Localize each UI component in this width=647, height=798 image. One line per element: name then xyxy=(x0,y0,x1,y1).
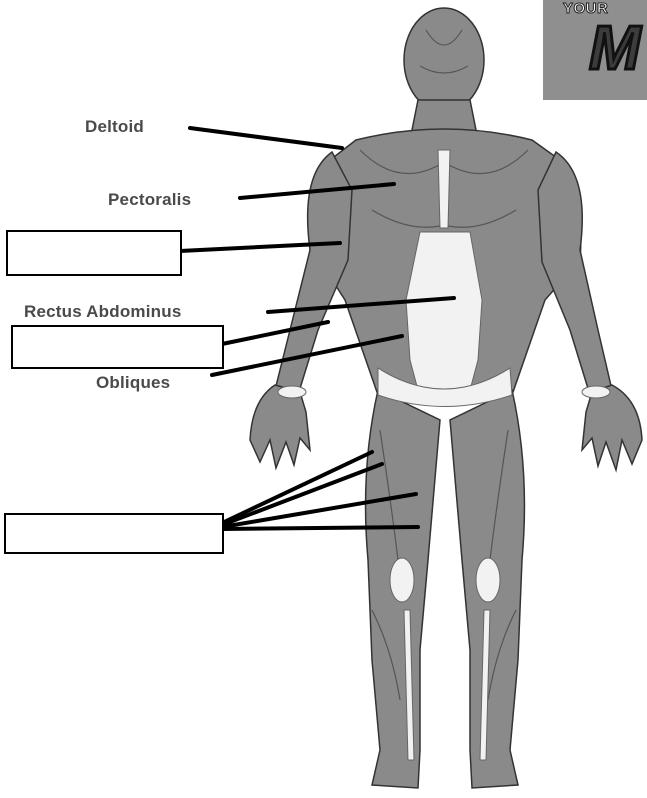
label-obliques: Obliques xyxy=(96,373,170,393)
right-kneecap xyxy=(476,558,500,602)
leader-blank-3d xyxy=(222,527,418,529)
leader-blank-3b xyxy=(222,464,382,525)
right-arm xyxy=(538,152,612,395)
label-pectoralis: Pectoralis xyxy=(108,190,191,210)
sternum xyxy=(438,150,450,228)
left-hand xyxy=(250,385,310,468)
logo-big-letter: M xyxy=(589,18,641,80)
answer-box-thigh[interactable] xyxy=(4,513,224,554)
answer-box-upper-arm[interactable] xyxy=(6,230,182,276)
label-rectus-abdominus: Rectus Abdominus xyxy=(24,302,181,322)
left-kneecap xyxy=(390,558,414,602)
label-deltoid: Deltoid xyxy=(85,117,144,137)
abdominal-sheath xyxy=(406,232,482,390)
head xyxy=(404,8,484,112)
leader-deltoid xyxy=(190,128,342,148)
logo-badge: YOUR M xyxy=(543,0,647,100)
answer-box-forearm[interactable] xyxy=(11,325,224,369)
